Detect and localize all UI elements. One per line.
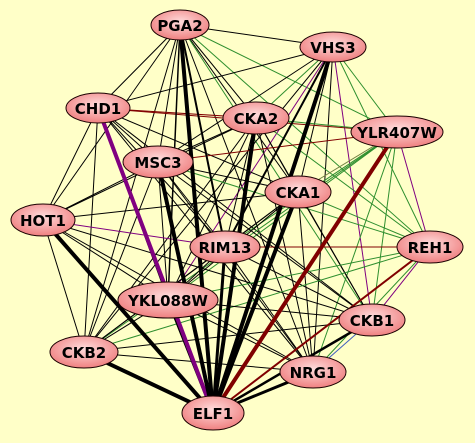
node-ellipse[interactable] <box>299 31 367 63</box>
edge-pga2-ckb1 <box>179 24 373 321</box>
edge-vhs3-chd1 <box>97 46 334 109</box>
node-chd1[interactable]: CHD1 <box>65 92 131 124</box>
edge-cka2-ckb2 <box>83 117 257 353</box>
node-hot1[interactable]: HOT1 <box>10 203 76 237</box>
node-ellipse[interactable] <box>122 145 194 179</box>
node-ellipse[interactable] <box>350 115 444 149</box>
node-cka1[interactable]: CKA1 <box>264 175 332 209</box>
edge-ckb1-ckb2 <box>83 319 373 353</box>
node-ylr407w[interactable]: YLR407W <box>350 115 444 149</box>
edge-pga2-rim13 <box>179 24 226 248</box>
edge-ylr407w-ckb1 <box>371 131 398 321</box>
edge-ckb2-nrg1 <box>83 351 314 373</box>
node-ellipse[interactable] <box>49 335 119 369</box>
node-reh1[interactable]: REH1 <box>396 230 464 264</box>
edge-cka2-rim13 <box>224 117 257 248</box>
edge-cka1-hot1 <box>42 191 299 221</box>
edge-chd1-cka1 <box>97 107 299 193</box>
node-ellipse[interactable] <box>117 281 219 319</box>
edge-chd1-elf1 <box>96 106 215 415</box>
edge-pga2-ylr407w <box>179 24 398 133</box>
node-vhs3[interactable]: VHS3 <box>299 31 367 63</box>
node-msc3[interactable]: MSC3 <box>122 145 194 179</box>
edge-ylr407w-reh1 <box>396 131 431 248</box>
edge-ylr407w-nrg1 <box>312 131 398 373</box>
edge-pga2-msc3 <box>157 24 181 163</box>
node-ellipse[interactable] <box>264 175 332 209</box>
edge-pga2-cka2 <box>179 24 257 119</box>
node-ellipse[interactable] <box>150 9 210 41</box>
edge-cka2-reh1 <box>255 117 431 248</box>
node-rim13[interactable]: RIM13 <box>189 230 261 264</box>
node-pga2[interactable]: PGA2 <box>150 9 210 41</box>
edge-vhs3-ykl088w <box>167 46 334 301</box>
edge-reh1-elf1 <box>212 246 431 414</box>
node-ckb1[interactable]: CKB1 <box>338 303 406 337</box>
edge-cka2-elf1 <box>211 116 258 415</box>
edge-ylr407w-elf1 <box>211 130 399 415</box>
edge-vhs3-ckb1 <box>332 46 373 321</box>
edge-chd1-ckb2 <box>83 107 99 353</box>
edge-cka1-ckb1 <box>297 191 373 321</box>
edges-layer <box>41 23 431 415</box>
edge-ylr407w-ykl088w <box>167 131 398 301</box>
edge-chd1-ckb1 <box>97 107 373 321</box>
edge-chd1-hot1 <box>42 107 99 221</box>
edge-pga2-nrg1 <box>179 24 314 373</box>
edge-hot1-ckb1 <box>42 219 373 321</box>
edge-pga2-ckb2 <box>83 24 181 353</box>
node-elf1[interactable]: ELF1 <box>181 395 245 431</box>
edge-msc3-ykl088w <box>157 161 169 301</box>
node-cka2[interactable]: CKA2 <box>222 101 290 135</box>
edge-vhs3-elf1 <box>211 45 335 415</box>
node-ellipse[interactable] <box>10 203 76 237</box>
node-nrg1[interactable]: NRG1 <box>279 355 347 389</box>
node-ykl088w[interactable]: YKL088W <box>117 281 219 319</box>
node-ckb2[interactable]: CKB2 <box>49 335 119 369</box>
edge-hot1-elf1 <box>41 218 215 415</box>
node-ellipse[interactable] <box>65 92 131 124</box>
edge-hot1-ckb2 <box>42 219 85 353</box>
edge-cka1-nrg1 <box>297 191 314 373</box>
node-ellipse[interactable] <box>396 230 464 264</box>
edge-pga2-elf1 <box>178 23 215 415</box>
edge-rim13-elf1 <box>211 245 227 415</box>
edge-cka2-nrg1 <box>255 117 314 373</box>
node-ellipse[interactable] <box>181 395 245 431</box>
node-ellipse[interactable] <box>222 101 290 135</box>
edge-vhs3-nrg1 <box>312 46 334 373</box>
node-ellipse[interactable] <box>338 303 406 337</box>
node-ellipse[interactable] <box>279 355 347 389</box>
node-ellipse[interactable] <box>189 230 261 264</box>
edge-cka1-elf1 <box>211 190 300 415</box>
edge-msc3-ckb2 <box>83 161 159 353</box>
